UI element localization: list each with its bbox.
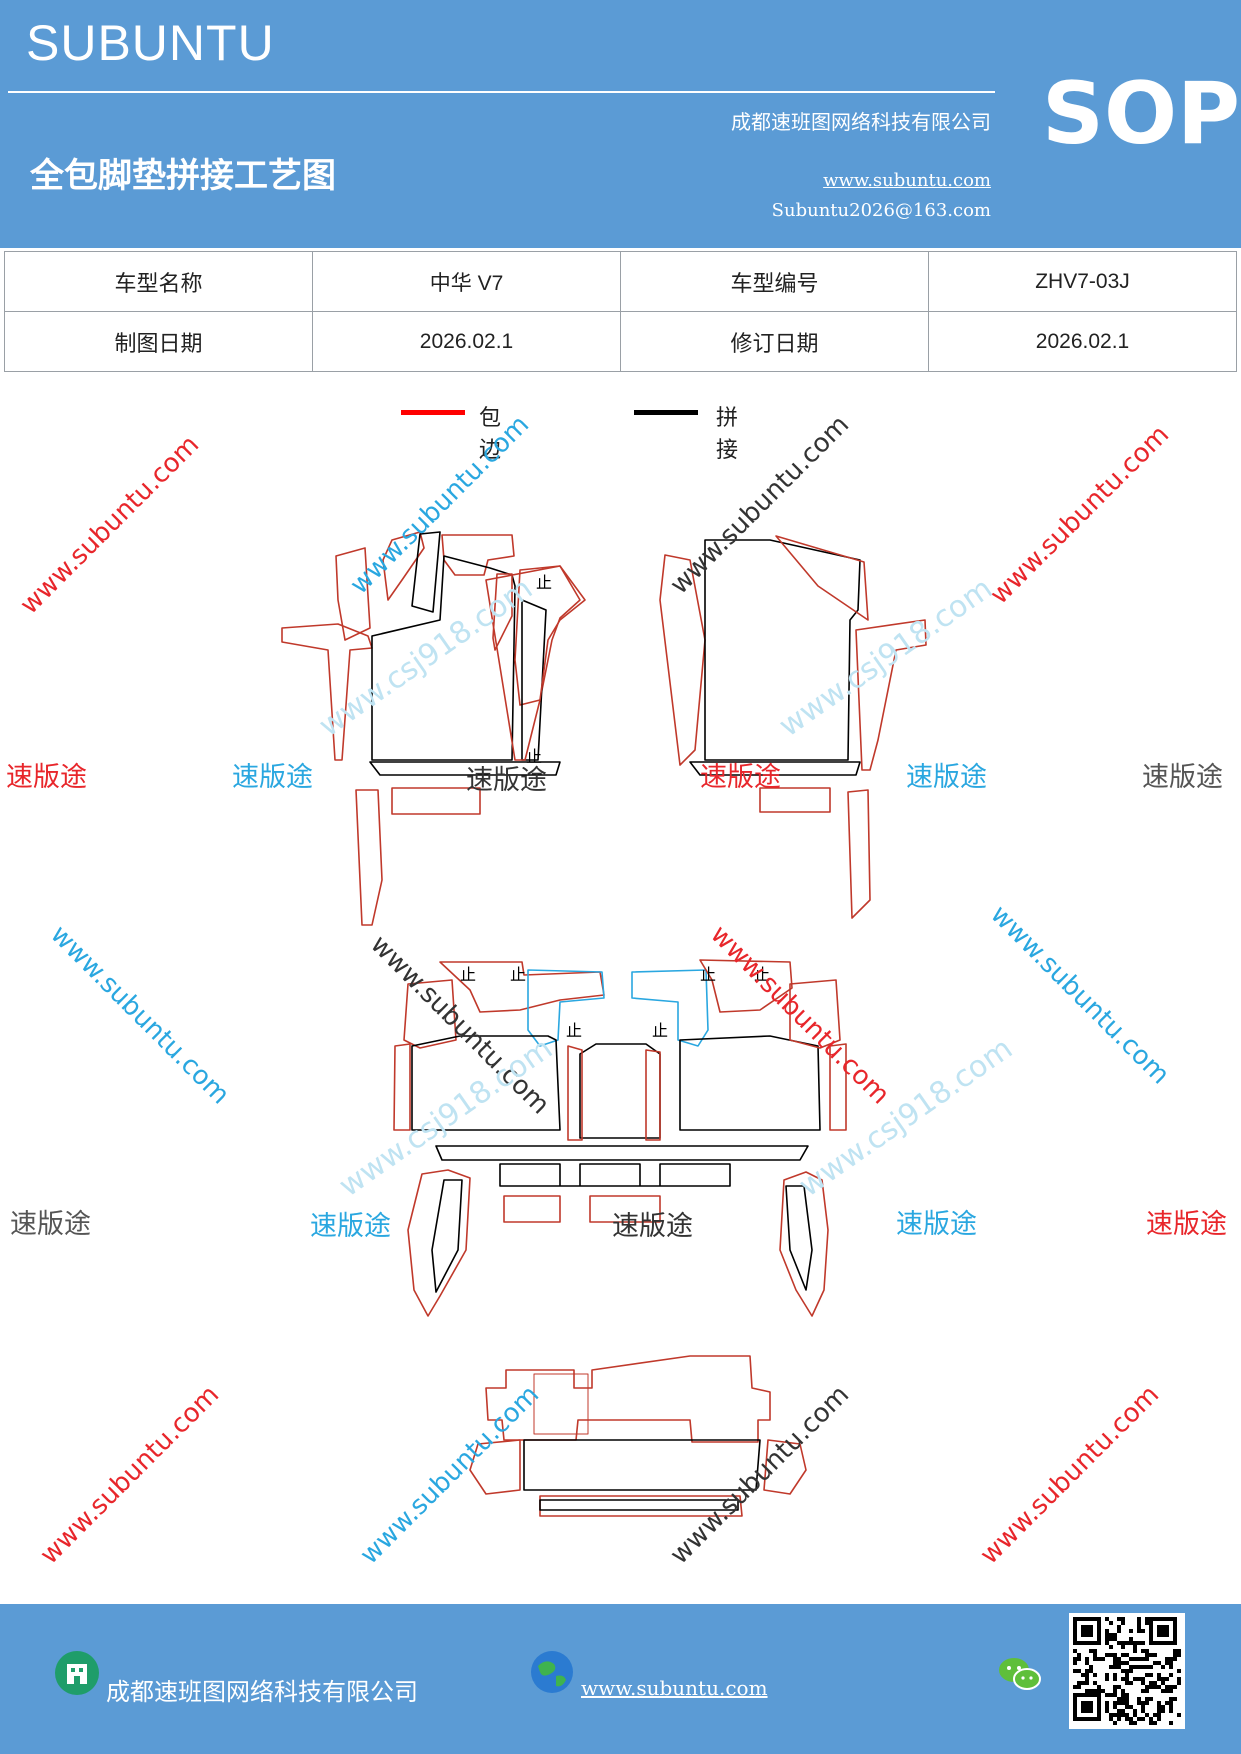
watermark: 速版途 [310,1211,391,1242]
header-website-link[interactable]: www.subuntu.com [823,170,991,191]
stop-mark: 止 [566,1021,582,1040]
front-right-mats [659,535,927,919]
legend-black-line [634,410,698,415]
model-code-value: ZHV7-03J [928,251,1237,312]
revise-date-value: 2026.02.1 [928,311,1237,372]
qr-code [1069,1613,1185,1729]
model-code-label: 车型编号 [620,251,929,312]
header-divider [8,91,995,93]
front-left-mats [281,531,586,926]
model-name-value: 中华 V7 [312,251,621,312]
table-row: 制图日期 2026.02.1 修订日期 2026.02.1 [4,311,1237,372]
header-email: Subuntu2026@163.com [771,200,991,221]
watermark: 速版途 [6,762,87,793]
draw-date-label: 制图日期 [4,311,313,372]
legend-red-line [401,410,465,415]
legend-label: 包边 [479,406,502,463]
watermark: 速版途 [612,1211,693,1242]
stop-mark: 止 [652,1021,668,1040]
globe-icon [531,1651,573,1693]
wechat-icon [999,1658,1041,1690]
stop-mark: 止 [700,965,716,984]
sop-label: SOP [1042,64,1241,164]
footer-banner [0,1604,1241,1754]
building-icon [55,1651,99,1695]
rear-row-mats [469,1355,807,1517]
watermark: 速版途 [232,762,313,793]
draw-date-value: 2026.02.1 [312,311,621,372]
watermark: 速版途 [1142,762,1223,793]
info-table: 车型名称 中华 V7 车型编号 ZHV7-03J 制图日期 2026.02.1 … [4,251,1237,372]
stop-mark: 止 [510,965,526,984]
watermark: 速版途 [1146,1209,1227,1240]
watermark: 速版途 [466,765,547,796]
header-banner: SUBUNTU SOP 全包脚垫拼接工艺图 成都速班图网络科技有限公司 www.… [0,0,1241,248]
watermark: 速版途 [700,762,781,793]
page-title: 全包脚垫拼接工艺图 [30,156,336,196]
footer-company: 成都速班图网络科技有限公司 [106,1678,418,1706]
revise-date-label: 修订日期 [620,311,929,372]
table-row: 车型名称 中华 V7 车型编号 ZHV7-03J [4,251,1237,312]
stop-mark: 止 [536,573,552,592]
model-name-label: 车型名称 [4,251,313,312]
watermark: 速版途 [906,762,987,793]
stop-mark: 止 [460,965,476,984]
middle-row-mats [393,959,847,1317]
header-company: 成都速班图网络科技有限公司 [731,110,991,134]
legend-label: 拼接 [716,406,739,463]
footer-website-link[interactable]: www.subuntu.com [581,1676,768,1700]
watermark: 速版途 [10,1209,91,1240]
brand-logo: SUBUNTU [26,15,275,71]
watermark: 速版途 [896,1209,977,1240]
stop-mark: 止 [526,747,542,766]
stop-marks: 止 止 止 止 止 止 止 止 [460,573,770,1040]
stop-mark: 止 [754,965,770,984]
